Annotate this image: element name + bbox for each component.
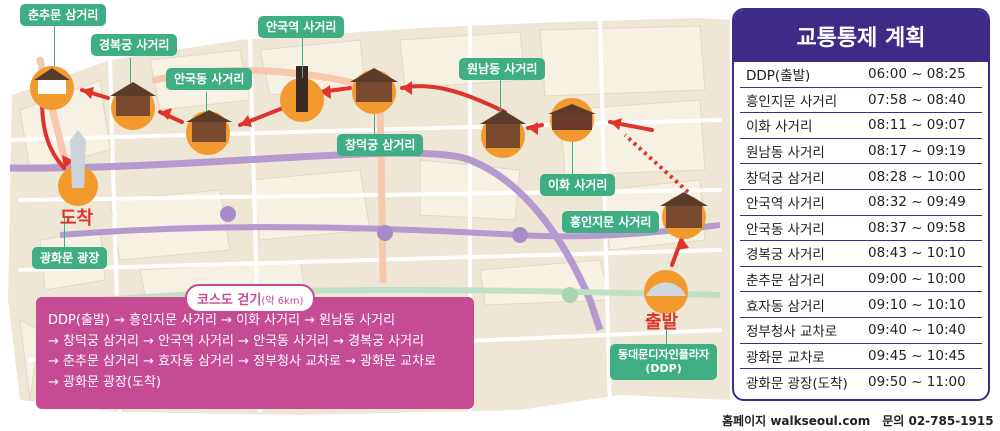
label-wonnamdong: 원남동 사거리 [459, 58, 546, 80]
schedule-location: 정부청사 교차로 [746, 324, 838, 341]
station-dot [220, 206, 236, 222]
schedule-location: 광화문 교차로 [746, 349, 825, 366]
schedule-time: 08:32 ~ 09:49 [868, 194, 966, 211]
connector-line [500, 80, 501, 112]
schedule-time: 07:58 ~ 08:40 [868, 91, 966, 108]
connector-line [374, 114, 375, 136]
schedule-location: 춘추문 삼거리 [746, 273, 825, 290]
schedule-row: 효자동 삼거리 09:10 ~ 10:10 [740, 292, 982, 318]
traffic-control-panel: 교통통제 계획 DDP(출발) 06:00 ~ 08:25 흥인지문 사거리 07:5… [732, 8, 990, 401]
course-distance: (약 6km) [261, 296, 304, 307]
schedule-time: 08:17 ~ 09:19 [868, 143, 966, 160]
schedule-row: 광화문 교차로 09:45 ~ 10:45 [740, 344, 982, 370]
schedule-row: 광화문 광장(도착) 09:50 ~ 11:00 [740, 369, 982, 395]
contact-text: 문의 02-785-1915 [882, 414, 994, 428]
schedule-row: 정부청사 교차로 09:40 ~ 10:40 [740, 318, 982, 344]
course-box: DDP(출발) → 흥인지문 사거리 → 이화 사거리 → 원남동 사거리 → … [36, 297, 474, 409]
schedule-time: 08:43 ~ 10:10 [868, 245, 966, 262]
label-heunginjimun: 흥인지문 사거리 [562, 211, 660, 233]
label-ihwa: 이화 사거리 [540, 174, 616, 196]
connector-line [206, 92, 207, 112]
schedule-time: 06:00 ~ 08:25 [868, 66, 966, 83]
schedule-row: DDP(출발) 06:00 ~ 08:25 [740, 62, 982, 88]
schedule-row: 안국역 사거리 08:32 ~ 09:49 [740, 190, 982, 216]
building-icons [34, 66, 708, 296]
schedule-time: 09:50 ~ 11:00 [868, 373, 966, 390]
schedule-row: 안국동 사거리 08:37 ~ 09:58 [740, 216, 982, 242]
station-dot [512, 227, 528, 243]
course-line: → 춘추문 삼거리 → 효자동 삼거리 → 정부청사 교차로 → 광화문 교차로 [48, 354, 437, 369]
label-chunchumun: 춘추문 삼거리 [20, 4, 107, 26]
schedule-row: 경복궁 사거리 08:43 ~ 10:10 [740, 241, 982, 267]
connector-line [572, 142, 573, 174]
schedule-location: 창덕궁 삼거리 [746, 170, 825, 187]
schedule-row: 원남동 사거리 08:17 ~ 09:19 [740, 139, 982, 165]
schedule-time: 08:28 ~ 10:00 [868, 168, 966, 185]
label-ddp: 동대문디자인플라자 (DDP) [610, 344, 718, 380]
schedule-row: 이화 사거리 08:11 ~ 09:07 [740, 113, 982, 139]
start-marker: 출발 [645, 312, 679, 333]
schedule-time: 08:37 ~ 09:58 [868, 219, 966, 236]
connector-line [666, 318, 667, 346]
route-dotted [623, 133, 690, 194]
course-line: DDP(출발) → 흥인지문 사거리 → 이화 사거리 → 원남동 사거리 [48, 313, 396, 328]
schedule-time: 09:10 ~ 10:10 [868, 296, 966, 313]
schedule-location: 안국역 사거리 [746, 196, 825, 213]
schedule-location: 광화문 광장(도착) [746, 375, 848, 392]
schedule-row: 춘추문 삼거리 09:00 ~ 10:00 [740, 267, 982, 293]
schedule-row: 창덕궁 삼거리 08:28 ~ 10:00 [740, 164, 982, 190]
connector-line [302, 38, 303, 78]
subway-line-1 [59, 222, 721, 240]
schedule-row: 흥인지문 사거리 07:58 ~ 08:40 [740, 88, 982, 114]
schedule-location: 흥인지문 사거리 [746, 93, 838, 110]
schedule-time: 09:00 ~ 10:00 [868, 271, 966, 288]
station-dot [377, 225, 393, 241]
label-gyeongbokgung: 경복궁 사거리 [91, 34, 178, 56]
connector-line [54, 22, 55, 66]
schedule-time: 09:40 ~ 10:40 [868, 322, 966, 339]
label-changdeokgung: 창덕궁 삼거리 [337, 134, 424, 156]
schedule-location: DDP(출발) [746, 68, 811, 85]
homepage-text: 홈페이지 walkseoul.com [722, 414, 871, 428]
subway-line-2 [99, 287, 721, 303]
label-anguk-station: 안국역 사거리 [258, 16, 345, 38]
schedule-location: 이화 사거리 [746, 119, 813, 136]
connector-line [130, 58, 131, 84]
schedule-table: DDP(출발) 06:00 ~ 08:25 흥인지문 사거리 07:58 ~ 08:4… [734, 62, 988, 395]
course-line: → 광화문 광장(도착) [48, 374, 162, 390]
schedule-time: 08:11 ~ 09:07 [868, 117, 966, 134]
connector-line [64, 218, 65, 248]
label-angukdong: 안국동 사거리 [166, 68, 253, 90]
footer: 홈페이지 walkseoul.com 문의 02-785-1915 [722, 412, 1000, 429]
schedule-location: 원남동 사거리 [746, 145, 825, 162]
course-title-text: 코스도 걷기 [197, 293, 262, 308]
label-gwanghwamun: 광화문 광장 [32, 247, 108, 269]
station-dot [562, 287, 578, 303]
course-title: 코스도 걷기(약 6km) [185, 284, 316, 313]
schedule-time: 09:45 ~ 10:45 [868, 347, 966, 364]
arrival-marker: 도착 [60, 208, 94, 229]
schedule-location: 안국동 사거리 [746, 221, 825, 238]
panel-title: 교통통제 계획 [734, 10, 988, 62]
schedule-location: 효자동 삼거리 [746, 298, 825, 315]
schedule-location: 경복궁 사거리 [746, 247, 825, 264]
route-arrowheads [62, 81, 689, 250]
course-line: → 창덕궁 삼거리 → 안국역 사거리 → 안국동 사거리 → 경복궁 사거리 [48, 333, 425, 349]
